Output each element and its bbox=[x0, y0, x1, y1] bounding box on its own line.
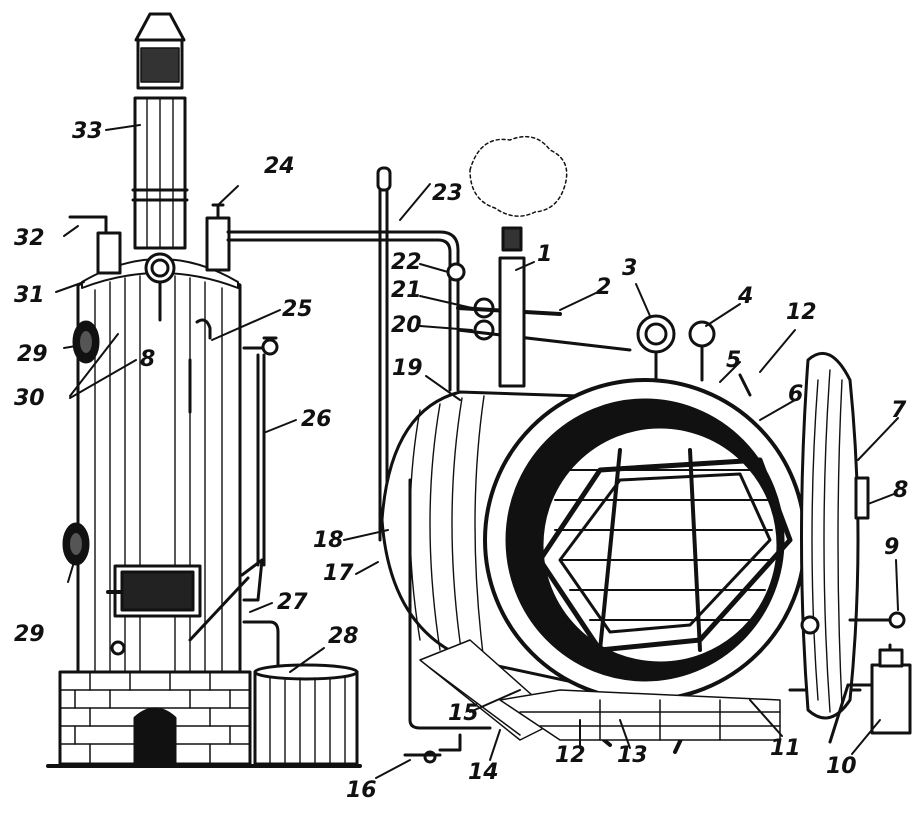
vessel-support bbox=[419, 639, 862, 741]
label-11: 11 bbox=[770, 736, 801, 761]
label-5: 5 bbox=[726, 348, 742, 373]
water-tank bbox=[253, 663, 359, 766]
label-29-bottom: 29 bbox=[14, 622, 45, 647]
label-25: 25 bbox=[282, 297, 313, 322]
label-3: 3 bbox=[622, 256, 638, 281]
label-13: 13 bbox=[617, 743, 648, 768]
label-12-bottom: 12 bbox=[555, 743, 586, 768]
label-18: 18 bbox=[313, 528, 344, 553]
label-2: 2 bbox=[596, 275, 612, 300]
label-12-top: 12 bbox=[786, 300, 817, 325]
autoclave-vessel bbox=[380, 135, 807, 764]
label-23: 23 bbox=[432, 181, 463, 206]
label-20: 20 bbox=[391, 313, 422, 338]
label-14: 14 bbox=[468, 760, 499, 785]
label-22: 22 bbox=[391, 250, 422, 275]
label-17: 17 bbox=[323, 561, 354, 586]
label-24: 24 bbox=[264, 154, 295, 179]
label-6: 6 bbox=[788, 382, 804, 407]
label-7: 7 bbox=[891, 398, 907, 423]
label-1: 1 bbox=[537, 242, 553, 267]
label-8: 8 bbox=[893, 478, 909, 503]
label-28: 28 bbox=[328, 624, 359, 649]
leader-lines bbox=[55, 124, 899, 779]
label-15: 15 bbox=[448, 701, 479, 726]
label-21: 21 bbox=[391, 278, 422, 303]
label-27: 27 bbox=[277, 590, 308, 615]
steam-pipe bbox=[226, 166, 632, 542]
label-26: 26 bbox=[301, 407, 332, 432]
autoclave-door bbox=[800, 351, 906, 720]
vertical-boiler bbox=[46, 12, 362, 768]
label-33: 33 bbox=[72, 119, 103, 144]
label-4: 4 bbox=[738, 284, 754, 309]
label-30-8: 8 bbox=[140, 347, 156, 372]
label-32: 32 bbox=[14, 226, 45, 251]
label-29-top: 29 bbox=[17, 342, 48, 367]
label-19: 19 bbox=[392, 356, 423, 381]
label-9: 9 bbox=[884, 535, 900, 560]
label-31: 31 bbox=[14, 283, 45, 308]
label-16: 16 bbox=[346, 778, 377, 803]
label-10: 10 bbox=[826, 754, 857, 779]
label-30: 30 bbox=[14, 386, 45, 411]
